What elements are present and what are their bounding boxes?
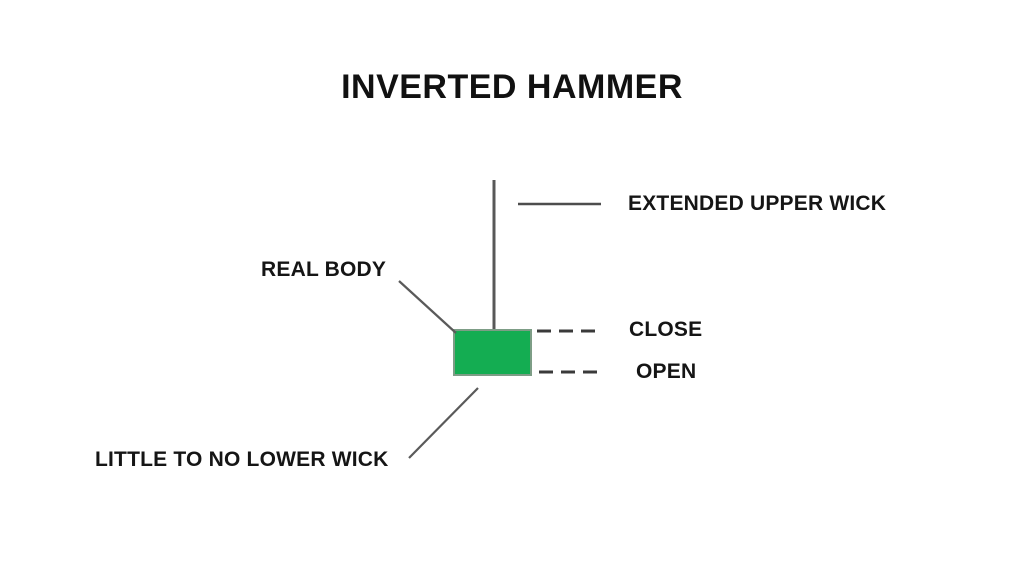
- annotation-label-extended-upper-wick: EXTENDED UPPER WICK: [628, 192, 887, 215]
- annotation-label-open: OPEN: [636, 360, 697, 383]
- candle-real-body: [453, 329, 532, 376]
- leader-line-lower-wick: [408, 387, 479, 459]
- annotation-label-real-body: REAL BODY: [261, 258, 387, 281]
- leader-line-real-body: [398, 280, 457, 334]
- annotation-label-little-to-no-lower-wick: LITTLE TO NO LOWER WICK: [95, 448, 389, 471]
- page-title: INVERTED HAMMER: [341, 68, 683, 106]
- annotation-label-close: CLOSE: [629, 318, 703, 341]
